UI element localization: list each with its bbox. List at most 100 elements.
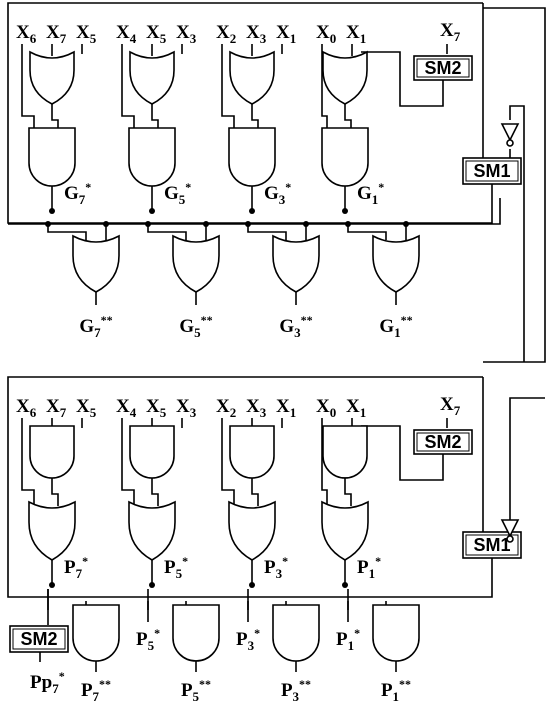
inter-gate-wire: [251, 104, 259, 132]
input-label-x5: X5: [76, 396, 97, 420]
input-label-x5: X5: [146, 396, 167, 420]
sm2-box: [413, 55, 473, 81]
mid-label-2: G3*: [264, 180, 291, 207]
input-label-x6: X6: [16, 396, 37, 420]
cross-link-wire: [483, 7, 546, 363]
input-label-x0: X0: [316, 22, 336, 46]
or-gate: [129, 50, 175, 105]
or-gate: [128, 500, 176, 561]
mid-label-3: P1*: [357, 554, 381, 581]
or-gate: [28, 500, 76, 561]
sm2-box-label: SM2: [424, 58, 461, 78]
or-gate: [272, 234, 320, 293]
input-wire: [21, 418, 35, 508]
mid-label-1: G5*: [164, 180, 191, 207]
junction-dot: [49, 208, 55, 214]
buffer-triangle: [500, 123, 520, 142]
and-gate: [172, 604, 220, 662]
input-label-x0: X0: [316, 396, 336, 420]
inter-gate-wire: [151, 104, 159, 132]
and-gate: [129, 425, 175, 479]
or-gate: [172, 234, 220, 293]
and-gate: [72, 604, 120, 662]
top-rail: [7, 2, 483, 204]
inter-gate-wire: [251, 478, 259, 506]
junction-dot: [303, 221, 309, 227]
mid-label-0: G7*: [64, 180, 91, 207]
inter-gate-wire: [51, 104, 59, 132]
input-label-x4: X4: [116, 396, 137, 420]
input-label-x7: X7: [46, 22, 67, 46]
junction-dot: [342, 208, 348, 214]
and-gate: [322, 425, 368, 479]
input-label-x2: X2: [216, 396, 236, 420]
junction-dot: [342, 582, 348, 588]
or-gate: [29, 50, 75, 105]
tap-label-2: P1*: [336, 626, 360, 653]
and-gate: [229, 425, 275, 479]
or-gate: [228, 500, 276, 561]
top-rail: [7, 376, 483, 578]
and-gate: [372, 604, 420, 662]
input-label-x6: X6: [16, 22, 37, 46]
inter-gate-wire: [344, 478, 352, 506]
or-gate: [72, 234, 120, 293]
sm2-left-box-inner-border: [12, 628, 66, 650]
bus-to-or: [47, 224, 87, 240]
buffer-triangle: [500, 519, 520, 538]
sm2-output-wire: [361, 425, 444, 481]
output-label-g1: G5**: [179, 313, 212, 340]
input-wire: [221, 418, 235, 508]
bus-to-or: [247, 224, 287, 240]
input-label-x2: X2: [216, 22, 236, 46]
junction-dot: [403, 221, 409, 227]
junction-dot: [149, 582, 155, 588]
junction-dot: [249, 208, 255, 214]
input-wire: [21, 44, 35, 134]
input-label-x1: X1: [276, 22, 296, 46]
input-label-x1: X1: [346, 396, 366, 420]
input-label-x5: X5: [76, 22, 97, 46]
and-gate: [272, 604, 320, 662]
input-label-x3: X3: [176, 22, 197, 46]
inverter-bubble: [506, 535, 514, 543]
bus-to-or: [347, 224, 387, 240]
buffer-feed: [509, 397, 545, 520]
sm1-box-label: SM1: [473, 161, 510, 181]
junction-dot: [249, 582, 255, 588]
input-wire: [121, 44, 135, 134]
input-wire: [221, 44, 235, 134]
junction-dot: [103, 221, 109, 227]
output-label-g2: G3**: [279, 313, 312, 340]
top-bus: [8, 198, 501, 225]
inter-gate-wire: [344, 104, 352, 132]
mid-label-2: P3*: [264, 554, 288, 581]
and-gate: [128, 127, 176, 187]
and-gate: [29, 425, 75, 479]
sm2-input-label: X7: [440, 394, 461, 418]
input-wire: [121, 418, 135, 508]
output-label-pp7: Pp7*: [30, 669, 65, 696]
wires: [7, 2, 546, 672]
output-label-g0: G7**: [79, 313, 112, 340]
bus-return-wire: [7, 558, 493, 598]
sm1-box-inner-border: [465, 534, 519, 556]
inter-gate-wire: [151, 478, 159, 506]
output-label-p1: P5**: [181, 677, 211, 704]
gates: [9, 50, 522, 662]
sm2-output-wire: [361, 51, 444, 107]
and-gate: [321, 127, 369, 187]
tap-label-0: P5*: [136, 626, 160, 653]
output-label-g3: G1**: [379, 313, 412, 340]
mid-label-0: P7*: [64, 554, 88, 581]
or-gate: [321, 500, 369, 561]
inter-gate-wire: [51, 478, 59, 506]
sm2-box-inner-border: [416, 58, 470, 78]
sm2-box-inner-border: [416, 432, 470, 452]
or-gate: [372, 234, 420, 293]
input-label-x3: X3: [246, 22, 267, 46]
input-label-x3: X3: [246, 396, 267, 420]
bus-to-or: [147, 224, 187, 240]
sm2-left-box-label: SM2: [20, 629, 57, 649]
